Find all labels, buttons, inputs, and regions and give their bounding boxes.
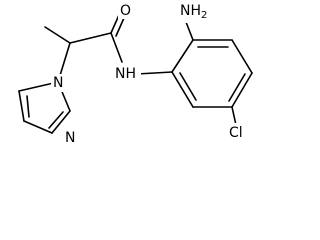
bond-alpha-carbonyl [69,32,112,44]
bond-ring-nh2 [185,21,194,41]
bond-ring-1 [171,39,194,73]
bond-methyl [44,26,71,44]
chlorine-label: Cl [229,125,243,141]
bond-imid-double-2 [48,111,64,129]
imidazole-n1-label: N [53,75,63,91]
bond-imid-3 [23,120,53,134]
bond-carbonyl-double-a [110,14,120,34]
bond-imid-double-1 [26,95,30,118]
label-masks [51,3,252,147]
bond-ring-cl [231,106,237,126]
bond-imid-2 [51,110,71,134]
bond-ring-inner-3 [179,72,197,101]
label-layer: O NH2 NH N N Cl [53,3,243,146]
oxygen-label: O [120,3,131,19]
molecule-structure: O NH2 NH N N Cl [18,3,253,147]
bond-ring-4 [231,72,253,108]
bond-carbonyl-double-b [115,17,125,37]
bond-ring-inner-2 [228,73,246,102]
imidazole-n3-label: N [65,130,75,146]
aniline-amine-label: NH2 [180,3,207,21]
bond-amideN-ring [136,71,173,75]
bond-carbonyl-amideN [110,32,123,63]
bond-ring-6 [171,71,194,108]
amide-nh-label: NH [115,66,136,82]
bond-imid-4 [18,90,25,122]
bond-ring-3 [231,39,253,74]
amine-subscript: 2 [201,10,207,21]
